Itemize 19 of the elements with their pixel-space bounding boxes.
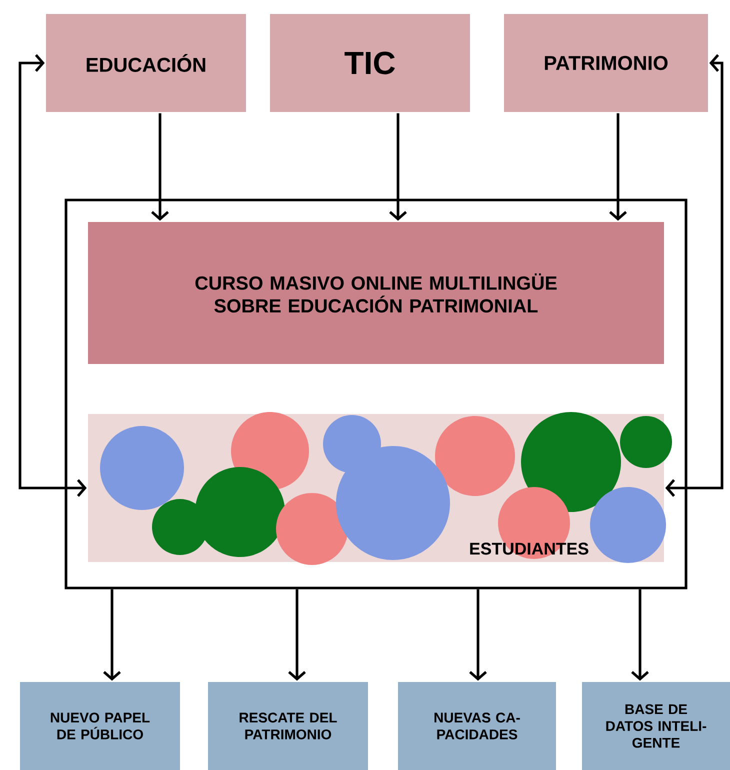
arrow (288, 589, 306, 681)
arrow (151, 113, 169, 221)
result-box: NUEVAS CA- PACIDADES (398, 682, 556, 770)
course-frame (64, 198, 688, 590)
topic-box: PATRIMONIO (504, 14, 708, 112)
course-box: CURSO MASIVO ONLINE MULTILINGÜE SOBRE EDUCACIÓN PATRIMONIAL (88, 222, 664, 364)
arrow (609, 113, 627, 221)
arrow (18, 54, 87, 497)
arrow (389, 113, 407, 221)
topic-box: TIC (270, 14, 470, 112)
arrow (103, 589, 121, 681)
result-box: NUEVO PAPEL DE PÚBLICO (20, 682, 180, 770)
arrow (631, 589, 649, 681)
result-box: RESCATE DEL PATRIMONIO (208, 682, 368, 770)
result-box: BASE DE DATOS INTELI- GENTE (582, 682, 730, 770)
arrow (665, 54, 724, 497)
arrow (469, 589, 487, 681)
topic-box: EDUCACIÓN (46, 14, 246, 112)
node-label: ESTUDIANTES (470, 542, 588, 555)
